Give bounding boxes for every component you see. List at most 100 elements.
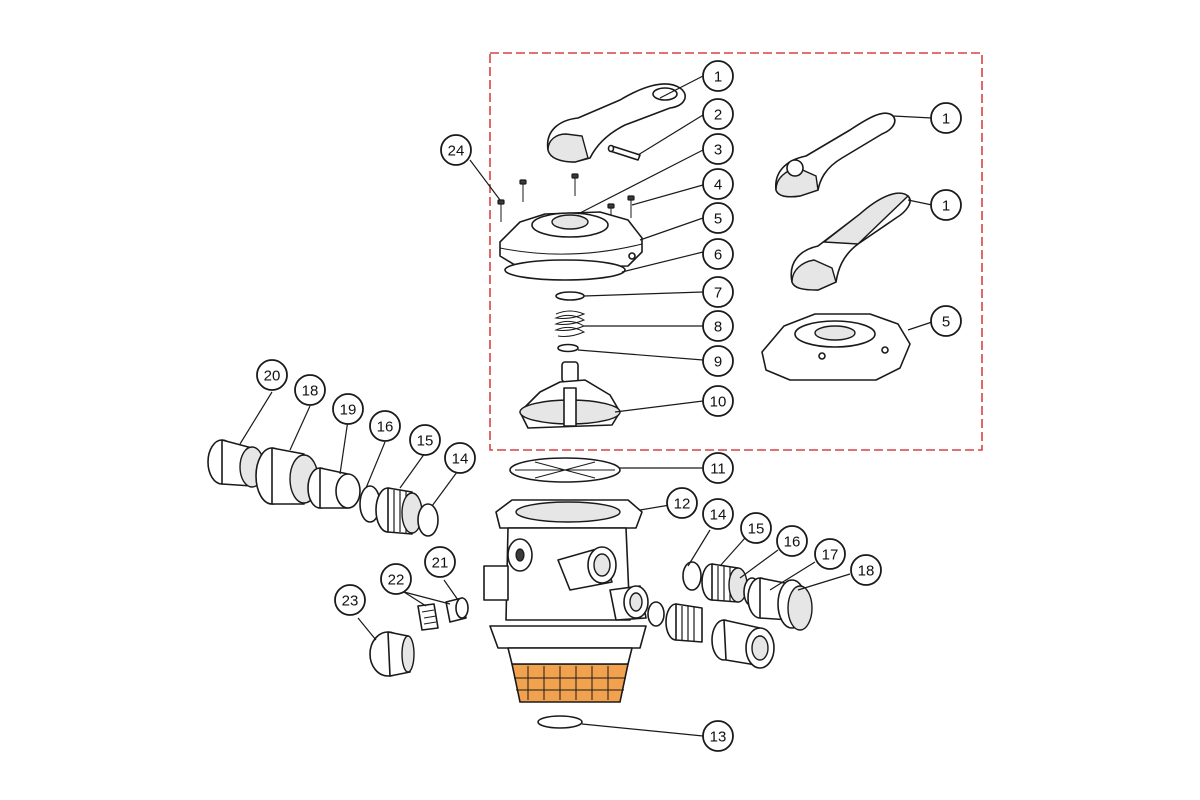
callout-circle bbox=[440, 134, 472, 166]
callout-circle bbox=[776, 525, 808, 557]
callout-number: 7 bbox=[714, 285, 722, 302]
callout-c5a: 5 bbox=[702, 202, 734, 234]
callout-c18l: 18 bbox=[294, 374, 326, 406]
callout-number: 10 bbox=[710, 394, 727, 411]
callout-number: 1 bbox=[942, 198, 950, 215]
callout-circle bbox=[424, 546, 456, 578]
left-tail-piece bbox=[307, 467, 361, 509]
callout-number: 16 bbox=[377, 419, 394, 436]
callout-c20: 20 bbox=[256, 359, 288, 391]
handle-part bbox=[546, 83, 686, 163]
callout-number: 14 bbox=[710, 507, 727, 524]
cover-variant bbox=[761, 313, 911, 381]
callout-number: 9 bbox=[714, 354, 722, 371]
bottom-oring-part bbox=[537, 715, 583, 729]
drain-gasket-part bbox=[417, 603, 439, 631]
callout-circle bbox=[702, 385, 734, 417]
callout-circle bbox=[930, 189, 962, 221]
callout-circle bbox=[702, 345, 734, 377]
callout-c1c: 1 bbox=[930, 189, 962, 221]
callout-number: 13 bbox=[710, 729, 727, 746]
callout-number: 21 bbox=[432, 555, 449, 572]
callout-c3: 3 bbox=[702, 133, 734, 165]
callout-circle bbox=[380, 563, 412, 595]
right-threaded-adapter-a bbox=[701, 563, 748, 603]
callout-number: 1 bbox=[714, 69, 722, 86]
callout-circle bbox=[409, 424, 441, 456]
callout-circle bbox=[702, 98, 734, 130]
callout-circle bbox=[294, 374, 326, 406]
callout-circle bbox=[740, 512, 772, 544]
callout-c23: 23 bbox=[334, 584, 366, 616]
right-tail-piece-b bbox=[711, 619, 775, 669]
callout-c14l: 14 bbox=[444, 442, 476, 474]
callout-c2: 2 bbox=[702, 98, 734, 130]
right-oring-14b bbox=[647, 601, 665, 627]
callout-number: 12 bbox=[674, 496, 691, 513]
callout-number: 23 bbox=[342, 593, 359, 610]
left-oring-14 bbox=[417, 503, 439, 537]
callout-number: 22 bbox=[388, 572, 405, 589]
callout-number: 8 bbox=[714, 319, 722, 336]
callout-circle bbox=[332, 393, 364, 425]
callout-circle bbox=[334, 584, 366, 616]
right-threaded-adapter-b bbox=[665, 603, 703, 643]
callout-c11: 11 bbox=[702, 452, 734, 484]
callout-number: 6 bbox=[714, 247, 722, 264]
cover-gasket-part bbox=[504, 259, 626, 281]
callout-c22: 22 bbox=[380, 563, 412, 595]
left-fitting-union bbox=[207, 439, 265, 488]
valve-cover-part bbox=[499, 211, 643, 269]
callout-c10: 10 bbox=[702, 385, 734, 417]
callout-circle bbox=[702, 202, 734, 234]
callout-number: 5 bbox=[714, 211, 722, 228]
valve-body-part bbox=[483, 499, 649, 649]
callout-number: 1 bbox=[942, 111, 950, 128]
callout-circle bbox=[702, 720, 734, 752]
assembly-group-frame bbox=[489, 52, 983, 451]
right-oring-14a bbox=[682, 561, 702, 591]
callout-number: 15 bbox=[748, 521, 765, 538]
callout-number: 17 bbox=[822, 547, 839, 564]
callout-number: 15 bbox=[417, 433, 434, 450]
callout-c1b: 1 bbox=[930, 102, 962, 134]
callout-c9: 9 bbox=[702, 345, 734, 377]
callout-number: 5 bbox=[942, 314, 950, 331]
callout-c21: 21 bbox=[424, 546, 456, 578]
callout-c19: 19 bbox=[332, 393, 364, 425]
callout-c17: 17 bbox=[814, 538, 846, 570]
callout-number: 24 bbox=[448, 143, 465, 160]
callout-c18r: 18 bbox=[850, 554, 882, 586]
callout-c16l: 16 bbox=[369, 410, 401, 442]
callout-c15r: 15 bbox=[740, 512, 772, 544]
callout-c24: 24 bbox=[440, 134, 472, 166]
callout-number: 16 bbox=[784, 534, 801, 551]
spring-part bbox=[554, 310, 586, 337]
callout-circle bbox=[702, 168, 734, 200]
callout-circle bbox=[666, 487, 698, 519]
shaft-oring-part bbox=[555, 291, 585, 301]
callout-c7: 7 bbox=[702, 276, 734, 308]
drain-plug-part bbox=[445, 597, 469, 623]
callout-c1a: 1 bbox=[702, 60, 734, 92]
callout-circle bbox=[702, 310, 734, 342]
pin-part bbox=[607, 144, 641, 161]
callout-number: 14 bbox=[452, 451, 469, 468]
callout-circle bbox=[814, 538, 846, 570]
callout-number: 20 bbox=[264, 368, 281, 385]
callout-circle bbox=[702, 276, 734, 308]
callout-circle bbox=[369, 410, 401, 442]
small-oring-part bbox=[557, 343, 579, 353]
handle-variant-b bbox=[790, 192, 911, 291]
strainer-basket bbox=[507, 647, 633, 703]
callout-c12: 12 bbox=[666, 487, 698, 519]
callout-layer: 1234567891011524111213141516171820181916… bbox=[256, 60, 962, 752]
rotor-part bbox=[519, 361, 621, 429]
callout-c14r: 14 bbox=[702, 498, 734, 530]
callout-c6: 6 bbox=[702, 238, 734, 270]
callout-number: 2 bbox=[714, 107, 722, 124]
callout-c4: 4 bbox=[702, 168, 734, 200]
callout-circle bbox=[256, 359, 288, 391]
callout-circle bbox=[850, 554, 882, 586]
